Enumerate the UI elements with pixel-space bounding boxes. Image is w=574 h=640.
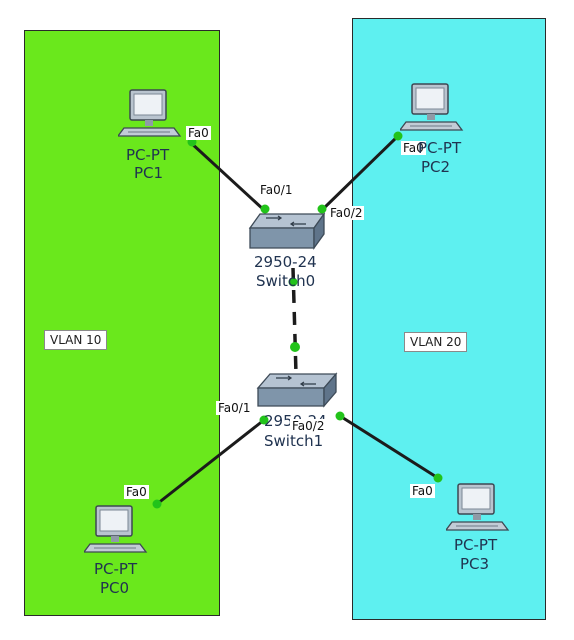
switch1-port-a-label: Fa0/1 [216, 401, 253, 415]
switch1-name-label: Switch1 [264, 432, 324, 450]
port-indicator [290, 342, 300, 352]
link-pc1-switch0[interactable] [188, 140, 266, 212]
switch0-port-b-label: Fa0/2 [328, 206, 365, 220]
port-indicator [260, 204, 270, 214]
desktop-pc-icon [82, 505, 148, 553]
pc0-model-label: PC-PT [94, 560, 138, 578]
switch-icon [256, 372, 338, 408]
link-pc2-switch0[interactable] [320, 134, 400, 212]
link-pc3-switch1[interactable] [339, 414, 439, 480]
link-switch0-switch1[interactable] [291, 267, 298, 375]
vlan20-label: VLAN 20 [404, 332, 468, 352]
switch0-name-label: Switch0 [256, 272, 316, 290]
port-indicator [393, 131, 403, 141]
pc1-port-label: Fa0 [186, 126, 211, 140]
pc0-name-label: PC0 [100, 579, 130, 597]
desktop-pc-icon [116, 89, 182, 137]
switch1-port-b-label: Fa0/2 [290, 419, 327, 433]
pc2-port-label: Fa0 [401, 141, 426, 155]
pc3[interactable] [444, 482, 510, 540]
vlan20-zone [352, 18, 546, 620]
port-indicator [335, 411, 345, 421]
port-indicator [317, 204, 327, 214]
desktop-pc-icon [398, 83, 464, 131]
switch1[interactable] [256, 370, 340, 418]
port-indicator [152, 499, 162, 509]
pc0[interactable] [82, 504, 148, 562]
port-indicator [288, 277, 298, 287]
pc2-model-label: PC-PT [418, 139, 462, 157]
port-indicator [433, 473, 443, 483]
vlan10-label: VLAN 10 [44, 330, 108, 350]
pc2-name-label: PC2 [421, 158, 451, 176]
port-indicator [259, 415, 269, 425]
switch-icon [248, 211, 326, 251]
switch0-model-label: 2950-24 [254, 253, 317, 271]
pc3-port-label: Fa0 [410, 484, 435, 498]
pc3-model-label: PC-PT [454, 536, 498, 554]
desktop-pc-icon [444, 483, 510, 531]
link-pc0-switch1[interactable] [156, 418, 265, 506]
pc2[interactable] [398, 82, 464, 140]
switch0[interactable] [248, 210, 328, 258]
pc0-port-label: Fa0 [124, 485, 149, 499]
pc1-model-label: PC-PT [126, 146, 170, 164]
pc3-name-label: PC3 [460, 555, 490, 573]
switch0-port-a-label: Fa0/1 [258, 183, 295, 197]
pc1[interactable] [116, 88, 182, 146]
pc1-name-label: PC1 [134, 164, 164, 182]
